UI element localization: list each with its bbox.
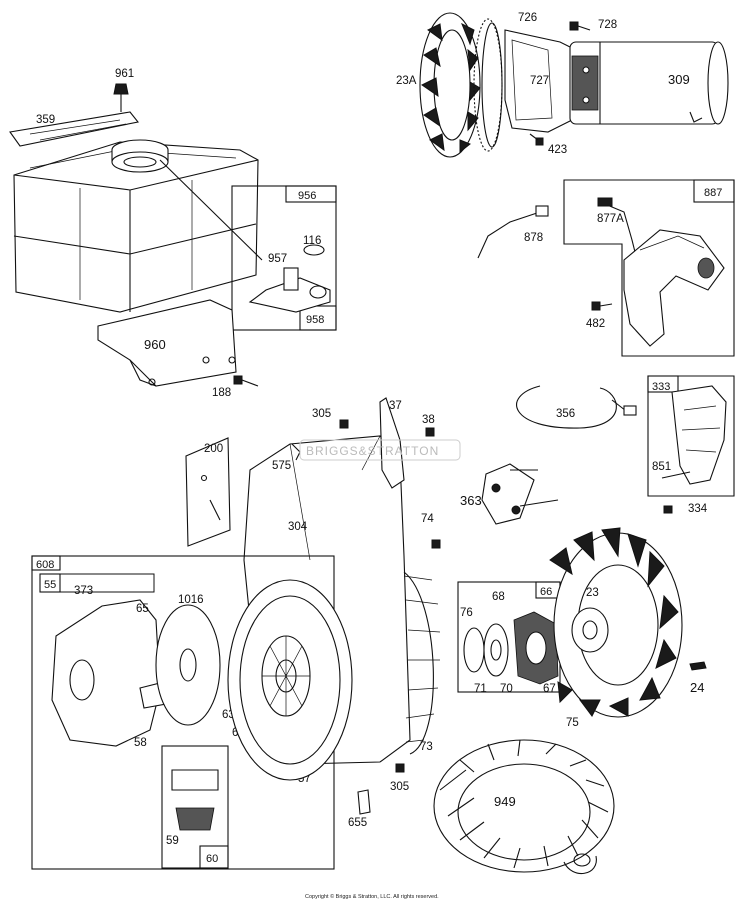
fuel-tank-assembly: 961 359 956 957 116 958 960 188 — [9, 68, 337, 399]
fuel-tank-drawing — [13, 139, 259, 313]
label-877a: 877A — [597, 213, 624, 225]
label-961: 961 — [115, 68, 134, 80]
starter-clutch-inset: 66 68 76 71 70 67 — [457, 581, 561, 695]
label-423: 423 — [548, 144, 567, 156]
label-76: 76 — [460, 607, 473, 619]
screw-188-drawing — [233, 375, 259, 387]
label-373: 373 — [74, 585, 93, 597]
rotating-screen-drawing: 73 — [227, 571, 441, 781]
label-363: 363 — [460, 493, 482, 508]
copyright-notice: Copyright © Briggs & Stratton, LLC. All … — [305, 893, 439, 900]
label-23: 23 — [586, 587, 599, 599]
label-608: 608 — [36, 559, 54, 571]
label-188: 188 — [212, 387, 231, 399]
rewind-starter-inset: 608 55 373 65 1016 63 64 56 57 58 59 60 — [31, 555, 335, 870]
label-1016: 1016 — [178, 594, 204, 606]
label-575: 575 — [272, 460, 291, 472]
screw-423-drawing — [529, 133, 544, 146]
label-728: 728 — [598, 19, 617, 31]
label-116: 116 — [303, 235, 321, 247]
label-66: 66 — [540, 586, 552, 598]
flywheel-drawing: 23 75 — [549, 527, 683, 729]
label-726: 726 — [518, 12, 537, 24]
disc-1016-drawing — [155, 604, 221, 726]
label-887: 887 — [704, 187, 722, 199]
starter-motor-drawing — [569, 41, 729, 125]
label-37: 37 — [389, 400, 402, 412]
label-960: 960 — [144, 337, 166, 352]
svg-text:BRIGGS&STRATTON: BRIGGS&STRATTON — [306, 444, 439, 458]
label-956: 956 — [298, 190, 316, 202]
label-305-bottom: 305 — [390, 781, 409, 793]
label-59: 59 — [166, 835, 179, 847]
label-727: 727 — [530, 75, 549, 87]
label-24: 24 — [690, 680, 704, 695]
label-333: 333 — [652, 381, 670, 393]
label-334: 334 — [688, 503, 708, 515]
label-851: 851 — [652, 461, 671, 473]
label-958: 958 — [306, 314, 324, 326]
label-482: 482 — [586, 318, 605, 330]
label-38: 38 — [422, 414, 435, 426]
label-75: 75 — [566, 717, 579, 729]
screw-728-drawing — [569, 21, 591, 31]
screw-961-drawing — [113, 83, 129, 112]
fuel-valve-inset — [231, 185, 337, 331]
label-58: 58 — [134, 737, 147, 749]
armature-inset: 333 851 334 — [647, 375, 735, 515]
label-878: 878 — [524, 232, 543, 244]
label-200: 200 — [204, 443, 223, 455]
tank-bracket-drawing — [97, 299, 237, 387]
label-356: 356 — [556, 408, 575, 420]
label-655: 655 — [348, 817, 367, 829]
label-67: 67 — [543, 683, 556, 695]
label-309: 309 — [668, 72, 690, 87]
starter-housing-drawing — [51, 599, 167, 747]
label-359: 359 — [36, 114, 55, 126]
label-65: 65 — [136, 603, 149, 615]
label-304: 304 — [288, 521, 308, 533]
label-305-top: 305 — [312, 408, 331, 420]
label-70: 70 — [500, 683, 513, 695]
label-60: 60 — [206, 853, 218, 865]
label-73: 73 — [420, 741, 433, 753]
label-957: 957 — [268, 253, 287, 265]
key-24-drawing: 24 — [689, 661, 707, 695]
starter-gear-drawing — [419, 12, 503, 158]
starter-cup-bracket-drawing — [481, 463, 535, 525]
starter-bracket-drawing — [504, 29, 573, 133]
gasket-359-drawing — [9, 111, 139, 147]
label-55: 55 — [44, 579, 56, 591]
screw-305-bottom-drawing: 305 — [390, 763, 409, 793]
label-23a: 23A — [396, 75, 417, 87]
wire-356-drawing: 356 — [516, 385, 637, 429]
label-74: 74 — [421, 513, 434, 525]
starter-motor-assembly: 726 728 23A 727 309 423 — [396, 12, 729, 158]
clip-655-drawing: 655 — [348, 789, 371, 829]
grass-screen-drawing: 949 — [433, 739, 615, 875]
ignition-module-inset: 887 877A 878 482 — [477, 179, 735, 357]
label-68: 68 — [492, 591, 505, 603]
label-71: 71 — [474, 683, 487, 695]
label-949: 949 — [494, 794, 516, 809]
watermark: BRIGGS&STRATTON — [299, 439, 461, 461]
screw-334-drawing — [663, 505, 673, 514]
